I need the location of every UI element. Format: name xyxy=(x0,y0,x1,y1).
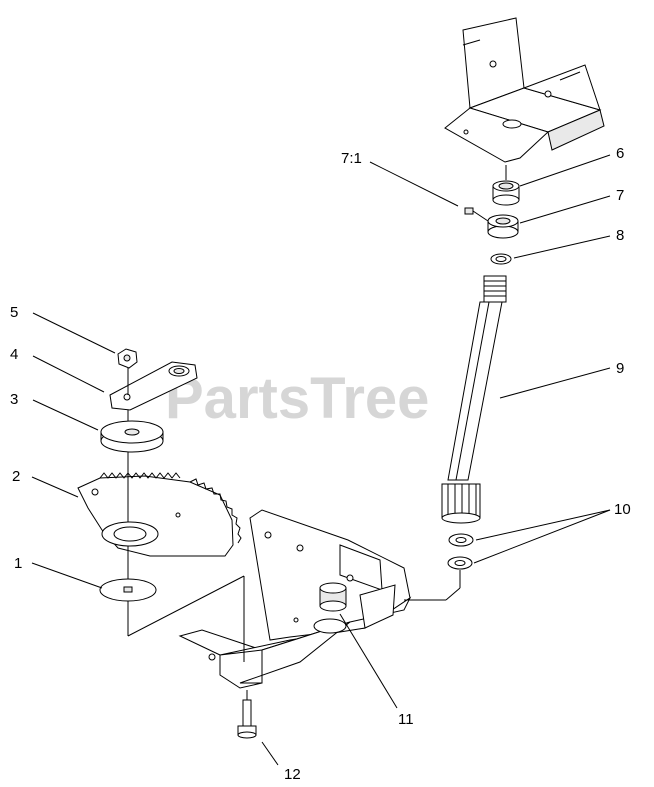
snap-ring-part-8 xyxy=(490,253,512,265)
callout-5: 5 xyxy=(10,304,18,321)
callout-3: 3 xyxy=(10,391,18,408)
lower-bracket-part-11 xyxy=(178,509,412,689)
callout-11: 11 xyxy=(398,711,414,728)
callout-1: 1 xyxy=(14,555,22,572)
callout-7-1: 7:1 xyxy=(341,150,362,167)
watermark: PartsTree xyxy=(165,366,429,431)
callout-10: 10 xyxy=(614,501,631,518)
bearing-part-7 xyxy=(487,214,519,239)
set-screw-part-7-1 xyxy=(464,207,474,215)
callout-2: 2 xyxy=(12,468,20,485)
sector-gear-part-2 xyxy=(77,472,242,557)
plate-part-4 xyxy=(109,361,198,411)
leader-lines xyxy=(31,154,611,766)
steering-shaft-part-9 xyxy=(441,275,507,524)
callout-12: 12 xyxy=(284,766,301,783)
spacer-part-3 xyxy=(100,420,164,453)
nut-part-5 xyxy=(117,348,138,369)
callout-9: 9 xyxy=(616,360,624,377)
bushing-part-6 xyxy=(492,180,520,206)
upper-steering-bracket xyxy=(444,17,605,163)
assembly-centerlines xyxy=(127,165,507,700)
washer-part-1 xyxy=(99,578,157,602)
bolt-part-12 xyxy=(237,699,257,739)
callout-6: 6 xyxy=(616,145,624,162)
callout-7: 7 xyxy=(616,187,624,204)
callout-4: 4 xyxy=(10,346,18,363)
callout-8: 8 xyxy=(616,227,624,244)
washers-part-10 xyxy=(447,533,474,570)
